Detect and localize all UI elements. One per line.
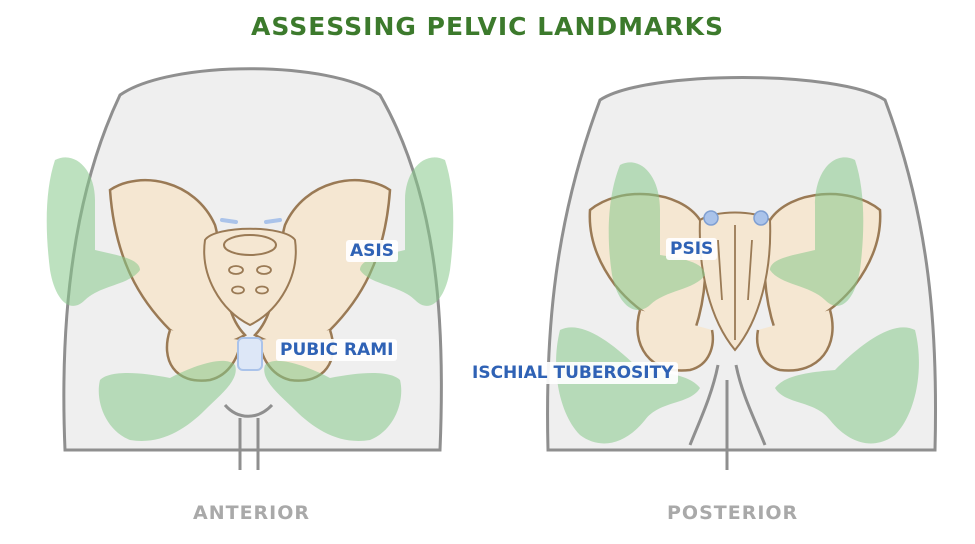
posterior-caption: POSTERIOR xyxy=(667,502,799,524)
anterior-view xyxy=(46,67,454,470)
psis-label: PSIS xyxy=(666,238,718,260)
anterior-caption: ANTERIOR xyxy=(193,502,311,524)
posterior-left-ischium xyxy=(636,309,714,372)
anterior-sacrum xyxy=(203,227,297,327)
anterior-right-lower-hand xyxy=(264,360,402,441)
anterior-leg-gap xyxy=(223,403,274,470)
ischial-tuberosity-label: ISCHIAL TUBEROSITY xyxy=(468,362,678,384)
psis-right-landmark xyxy=(753,210,769,226)
pubic-symphysis-landmark xyxy=(237,337,263,371)
anterior-right-hand xyxy=(360,157,454,306)
posterior-left-lower-hand xyxy=(556,327,700,444)
anterior-left-iliac-wing xyxy=(108,178,248,346)
posterior-right-lower-hand xyxy=(775,327,919,444)
posterior-right-ischium xyxy=(756,309,834,372)
page-title: ASSESSING PELVIC LANDMARKS xyxy=(250,12,725,41)
posterior-right-hand xyxy=(770,157,864,306)
psis-left-landmark xyxy=(703,210,719,226)
asis-label: ASIS xyxy=(346,240,398,262)
posterior-view xyxy=(546,76,938,470)
posterior-gluteal-cleft xyxy=(688,364,767,470)
pubic-rami-label: PUBIC RAMI xyxy=(276,339,398,361)
anterior-right-iliac-wing xyxy=(252,178,392,346)
anterior-left-lower-hand xyxy=(98,360,236,441)
anterior-left-hand xyxy=(46,157,140,306)
posterior-left-hand xyxy=(608,162,705,311)
